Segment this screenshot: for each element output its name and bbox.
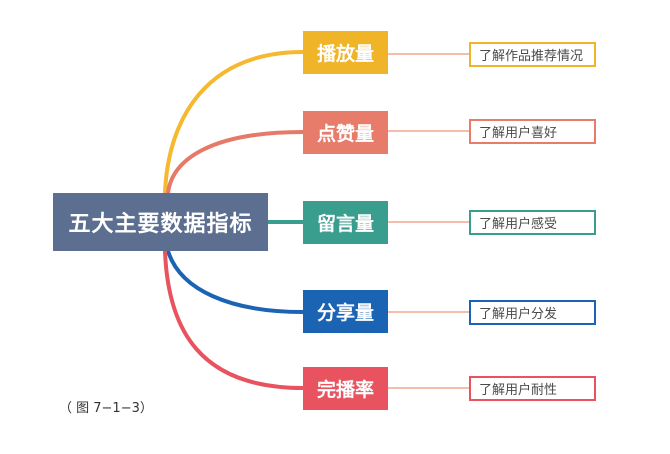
metric-label: 分享量: [316, 302, 374, 324]
metric-node-completion-rate: 完播率: [303, 367, 388, 410]
metric-label: 完播率: [316, 379, 374, 401]
metric-node-comments: 留言量: [303, 201, 388, 244]
root-node: 五大主要数据指标: [53, 193, 268, 251]
figure-caption: （ 图 7−1−3）: [59, 401, 153, 416]
description-box-plays: 了解作品推荐情况: [469, 42, 596, 67]
description-text: 了解作品推荐情况: [479, 49, 584, 64]
branch-connector: [166, 249, 305, 314]
description-text: 了解用户耐性: [479, 383, 558, 398]
description-text: 了解用户感受: [479, 217, 558, 232]
branch-connector: [163, 249, 305, 390]
metric-label: 播放量: [316, 43, 374, 65]
description-box-likes: 了解用户喜好: [469, 119, 596, 144]
metric-label: 留言量: [316, 213, 374, 235]
branch-connector: [166, 130, 305, 195]
metric-node-shares: 分享量: [303, 290, 388, 333]
branch-connector: [163, 50, 305, 195]
description-box-shares: 了解用户分发: [469, 300, 596, 325]
metric-node-plays: 播放量: [303, 31, 388, 74]
description-box-comments: 了解用户感受: [469, 210, 596, 235]
description-box-completion-rate: 了解用户耐性: [469, 376, 596, 401]
description-text: 了解用户喜好: [479, 126, 558, 141]
metric-node-likes: 点赞量: [303, 111, 388, 154]
root-label: 五大主要数据指标: [68, 212, 253, 237]
description-text: 了解用户分发: [479, 307, 558, 322]
metric-label: 点赞量: [316, 123, 374, 145]
